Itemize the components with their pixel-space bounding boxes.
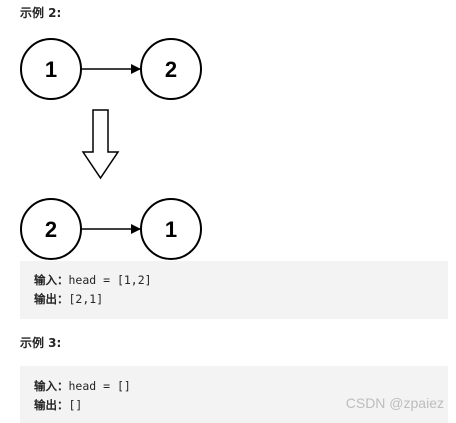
after-node-1: 2	[20, 198, 82, 260]
example-3-heading: 示例 3:	[20, 336, 62, 350]
output-value: [2,1]	[68, 292, 104, 306]
output-label: 输出：	[34, 292, 69, 306]
input-value: head = [1,2]	[68, 273, 152, 287]
example-2-code-block: 输入：head = [1,2] 输出：[2,1]	[20, 261, 448, 319]
after-node-2-label: 1	[165, 217, 177, 242]
input-label: 输入：	[34, 273, 69, 287]
example-2-heading: 示例 2:	[20, 6, 62, 20]
reverse-list-diagram: 1 2 2 1	[20, 38, 202, 260]
example-3-code-block: 输入：head = [] 输出：[]	[20, 366, 448, 423]
output-label: 输出：	[34, 398, 69, 412]
before-node-1-label: 1	[45, 57, 57, 82]
example-2-output-line: 输出：[2,1]	[34, 290, 448, 309]
csdn-watermark: CSDN @zpaiez	[345, 395, 444, 411]
example-3-output-line: 输出：[]	[34, 396, 448, 415]
example-3-input-line: 输入：head = []	[34, 377, 448, 396]
before-node-1: 1	[20, 38, 82, 100]
after-node-2: 1	[140, 198, 202, 260]
output-value: []	[68, 398, 83, 412]
before-node-2-label: 2	[165, 57, 177, 82]
example-2-input-line: 输入：head = [1,2]	[34, 271, 448, 290]
after-node-1-label: 2	[45, 217, 57, 242]
down-arrow-icon	[81, 109, 120, 180]
input-label: 输入：	[34, 379, 69, 393]
before-node-2: 2	[140, 38, 202, 100]
input-value: head = []	[68, 379, 131, 393]
